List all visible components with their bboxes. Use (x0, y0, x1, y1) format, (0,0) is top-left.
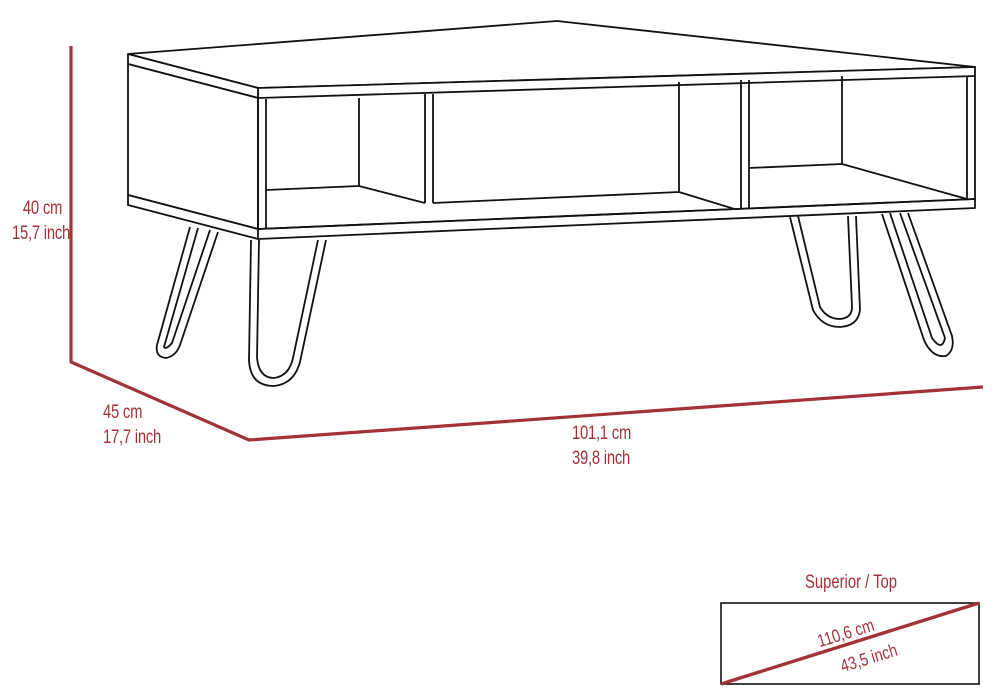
width-imperial: 39,8 inch (572, 448, 631, 469)
height-dimension-line (69, 46, 984, 442)
diagonal-dimension-line (720, 601, 980, 686)
depth-metric: 45 cm (103, 402, 143, 423)
dimension-lines (69, 46, 984, 442)
width-label: 101,1 cm 39,8 inch (572, 421, 631, 471)
width-metric: 101,1 cm (572, 423, 632, 444)
height-label: 40 cm 15,7 inch (12, 196, 70, 246)
table-outline (127, 20, 976, 240)
hairpin-legs (155, 212, 954, 387)
top-view-title: Superior / Top (805, 572, 898, 593)
height-metric: 40 cm (22, 198, 63, 219)
top-view-box (720, 601, 980, 686)
depth-label: 45 cm 17,7 inch (103, 400, 161, 450)
height-imperial: 15,7 inch (12, 223, 71, 244)
depth-imperial: 17,7 inch (103, 427, 162, 448)
